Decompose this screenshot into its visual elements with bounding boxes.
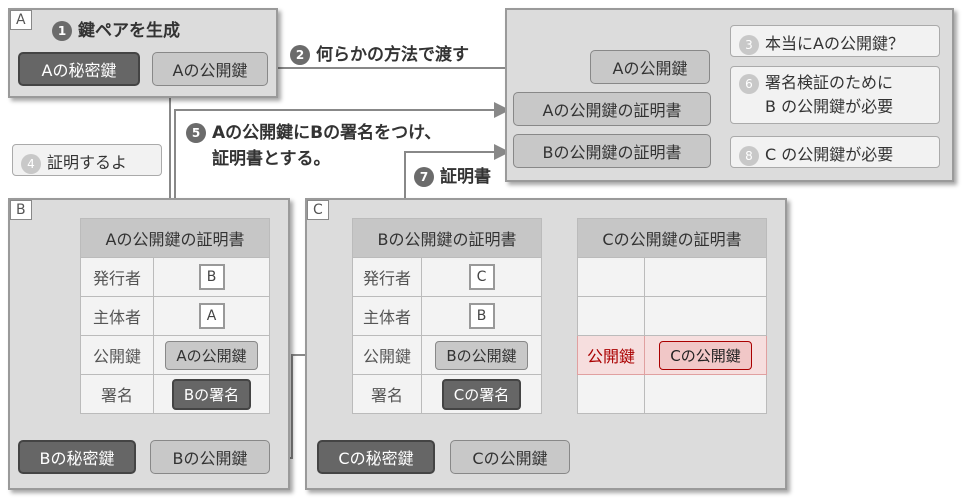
step6-number: 6 (739, 73, 759, 94)
note-step3: 3 本当にAの公開鍵？ (730, 25, 940, 57)
step6-line2: B の公開鍵が必要 (765, 97, 894, 116)
b-subject-value: A (198, 303, 225, 329)
b-cert-title: Aの公開鍵の証明書 (80, 218, 270, 258)
step7-text: 証明書 (440, 167, 491, 187)
c-sig-value[interactable]: Cの署名 (441, 378, 522, 410)
c-cert-c-pubkey-label: 公開鍵 (577, 335, 645, 375)
c-sig-label: 署名 (352, 374, 422, 414)
c-cert-c-empty-2a (577, 296, 645, 336)
panel-a: A 1 鍵ペアを生成 Aの秘密鍵 Aの公開鍵 (8, 8, 278, 98)
step8-text: C の公開鍵が必要 (765, 145, 894, 164)
step4-number: 4 (21, 153, 41, 174)
c-cert-c-empty-4a (577, 374, 645, 414)
b-issuer-value: B (198, 264, 225, 290)
step7-number: 7 (414, 167, 434, 187)
step2-number: 2 (290, 45, 310, 65)
panel-c-tag: C (307, 200, 329, 220)
step6-line1: 署名検証のために (765, 73, 894, 92)
panel-b-tag: B (10, 200, 32, 220)
step7-label: 7 証明書 (414, 162, 491, 187)
c-public-key[interactable]: Cの公開鍵 (450, 440, 570, 474)
c-issuer-value: C (468, 264, 495, 290)
b-cert-table: Aの公開鍵の証明書 発行者 B 主体者 A 公開鍵 Aの公開鍵 署名 Bの署名 (80, 218, 270, 414)
b-public-key[interactable]: Bの公開鍵 (150, 440, 270, 474)
arrow-step7 (404, 144, 510, 218)
step4-text: 証明するよ (47, 153, 128, 172)
c-cert-c-pubkey-value[interactable]: Cの公開鍵 (659, 340, 752, 370)
step1-number: 1 (52, 21, 72, 41)
note-step8: 8 C の公開鍵が必要 (730, 136, 940, 168)
c-cert-b-table: Bの公開鍵の証明書 発行者 C 主体者 B 公開鍵 Bの公開鍵 署名 Cの署名 (352, 218, 542, 414)
step8-number: 8 (739, 145, 759, 166)
c-pubkey-label: 公開鍵 (352, 335, 422, 375)
c-cert-c-empty-2b (644, 296, 767, 336)
step5-line2: 証明書とする。 (212, 149, 331, 169)
step5-number: 5 (186, 123, 206, 143)
c-private-key[interactable]: Cの秘密鍵 (317, 440, 435, 474)
receiver-a-cert[interactable]: Aの公開鍵の証明書 (513, 92, 711, 126)
receiver-b-cert[interactable]: Bの公開鍵の証明書 (513, 134, 711, 168)
arrow-step5 (174, 102, 510, 230)
step5-line1: Aの公開鍵にBの署名をつけ、 (212, 123, 442, 143)
note-step6: 6 署名検証のために B の公開鍵が必要 (730, 66, 940, 124)
b-issuer-label: 発行者 (80, 257, 154, 297)
c-cert-c-empty-1a (577, 257, 645, 297)
step2-text: 何らかの方法で渡す (316, 45, 469, 65)
panel-a-tag: A (10, 10, 32, 30)
c-cert-c-empty-1b (644, 257, 767, 297)
c-cert-b-title: Bの公開鍵の証明書 (352, 218, 542, 258)
c-subject-label: 主体者 (352, 296, 422, 336)
b-sig-label: 署名 (80, 374, 154, 414)
receiver-a-public-key[interactable]: Aの公開鍵 (590, 50, 710, 84)
b-private-key[interactable]: Bの秘密鍵 (18, 440, 136, 474)
step5-label: 5 Aの公開鍵にBの署名をつけ、 証明書とする。 (186, 120, 441, 172)
c-pubkey-value[interactable]: Bの公開鍵 (435, 340, 528, 370)
step2-label: 2 何らかの方法で渡す (290, 40, 469, 65)
c-issuer-label: 発行者 (352, 257, 422, 297)
a-public-key[interactable]: Aの公開鍵 (152, 52, 268, 86)
step3-number: 3 (739, 34, 759, 55)
a-private-key[interactable]: Aの秘密鍵 (18, 52, 140, 86)
note-step4: 4 証明するよ (12, 144, 162, 176)
c-subject-value: B (468, 303, 495, 329)
b-pubkey-label: 公開鍵 (80, 335, 154, 375)
b-subject-label: 主体者 (80, 296, 154, 336)
step1-text: 鍵ペアを生成 (78, 21, 180, 41)
c-cert-c-title: Cの公開鍵の証明書 (577, 218, 767, 258)
b-sig-value[interactable]: Bの署名 (171, 378, 252, 410)
c-cert-c-table: Cの公開鍵の証明書 公開鍵 Cの公開鍵 (577, 218, 767, 414)
b-pubkey-value[interactable]: Aの公開鍵 (165, 340, 258, 370)
c-cert-c-empty-4b (644, 374, 767, 414)
step3-text: 本当にAの公開鍵？ (765, 34, 904, 53)
step1-label: 1 鍵ペアを生成 (52, 16, 180, 41)
